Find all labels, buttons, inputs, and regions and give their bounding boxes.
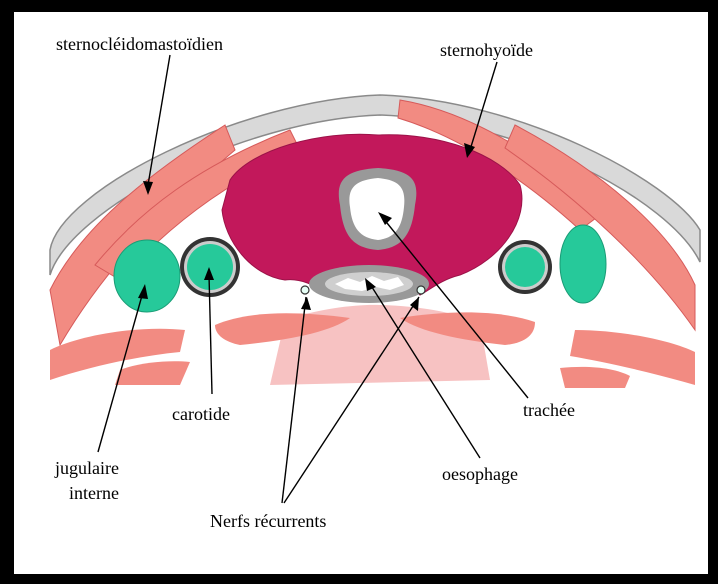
label-carotid: carotide	[172, 404, 230, 424]
label-recurrent-nerves: Nerfs récurrents	[210, 511, 326, 531]
recurrent-nerve-right	[417, 286, 425, 294]
recurrent-nerve-left	[301, 286, 309, 294]
jugular-vein-left	[114, 240, 180, 312]
label-sternohyoid: sternohyoïde	[440, 40, 533, 60]
neck-cross-section-diagram: sternocléidomastoïdien sternohyoïde caro…	[14, 12, 708, 574]
label-sternocleidomastoid: sternocléidomastoïdien	[56, 34, 223, 54]
label-trachea: trachée	[523, 400, 575, 420]
diagram-frame: sternocléidomastoïdien sternohyoïde caro…	[14, 12, 708, 574]
carotid-left	[187, 244, 233, 290]
scalene-left-2	[115, 361, 190, 385]
label-jugular-line2: interne	[69, 483, 119, 503]
carotid-right	[505, 247, 545, 287]
scalene-right-2	[560, 367, 630, 388]
jugular-vein-right	[560, 225, 606, 303]
label-jugular-line1: jugulaire	[54, 458, 119, 478]
label-esophagus: oesophage	[442, 464, 518, 484]
